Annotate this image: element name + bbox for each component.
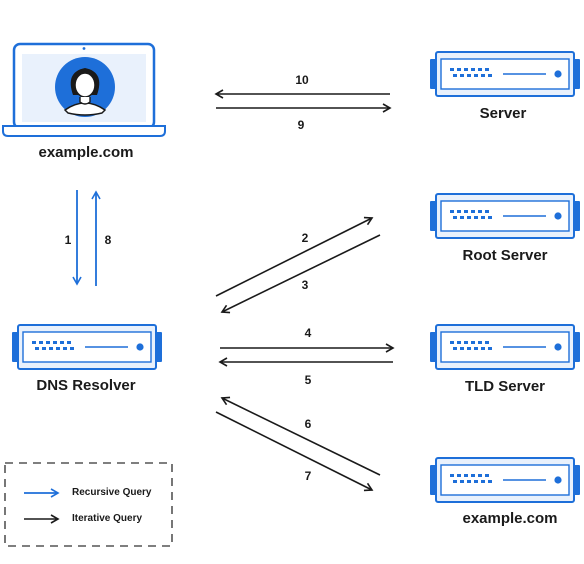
dns-resolver-label: DNS Resolver (36, 377, 136, 394)
web-server-icon (429, 51, 581, 97)
step-label-7: 7 (304, 469, 312, 483)
laptop-with-user-icon (2, 42, 166, 137)
arrow-step-6 (220, 396, 381, 476)
step-label-3: 3 (301, 278, 309, 292)
step-label-5: 5 (304, 373, 312, 387)
step-label-8: 8 (104, 233, 112, 247)
step-label-10: 10 (295, 73, 309, 87)
client-label: example.com (38, 144, 134, 161)
legend (4, 462, 173, 547)
root-server-icon (429, 193, 581, 239)
tld-server-label: TLD Server (464, 378, 546, 395)
step-label-2: 2 (301, 231, 309, 245)
step-label-1: 1 (64, 233, 72, 247)
arrow-step-3 (220, 234, 381, 314)
root-server-label: Root Server (462, 247, 548, 264)
tld-server-icon (429, 324, 581, 370)
step-label-6: 6 (304, 417, 312, 431)
legend-iterative-label: Iterative Query (72, 513, 143, 524)
arrow-step-2 (215, 216, 374, 297)
auth-server-label: example.com (462, 510, 558, 527)
auth-server-icon (429, 457, 581, 503)
step-label-4: 4 (304, 326, 312, 340)
arrow-step-7 (215, 411, 374, 492)
dns-resolver-server-icon (11, 324, 163, 370)
step-label-9: 9 (297, 118, 305, 132)
server-label: Server (479, 105, 527, 122)
legend-recursive-label: Recursive Query (72, 487, 152, 498)
